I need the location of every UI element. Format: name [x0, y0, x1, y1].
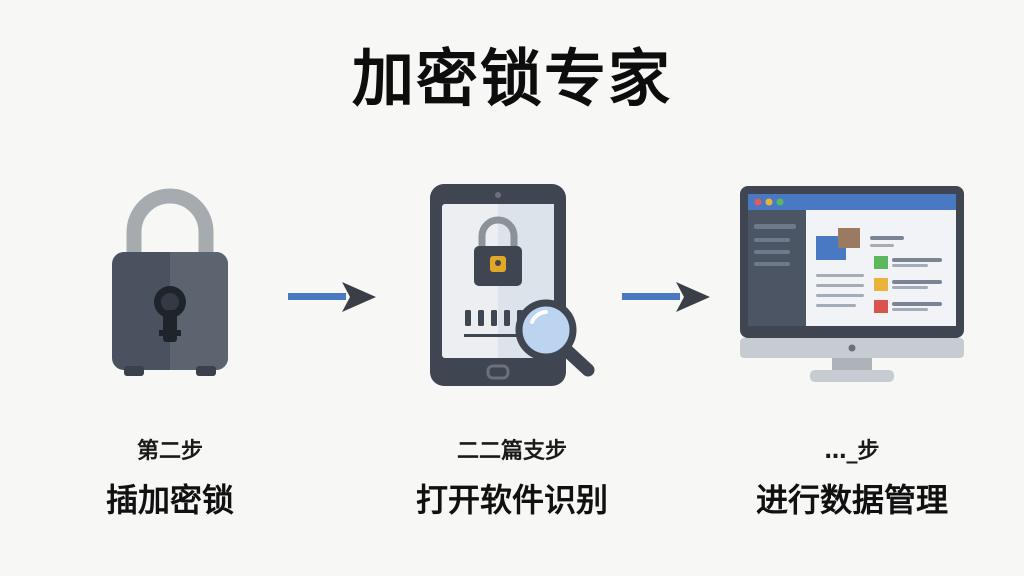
step-3-caption: …_步 进行数据管理	[722, 436, 982, 520]
step-1-sub-label: 第二步	[136, 439, 203, 464]
tablet-magnifier-icon	[430, 184, 595, 386]
step-2-sub-label: 二二篇支步	[456, 439, 567, 464]
step-1-caption: 第二步 插加密锁	[70, 436, 270, 520]
arrow-right-icon	[622, 282, 710, 312]
arrow-right-icon	[288, 282, 376, 312]
step-3-main-label: 进行数据管理	[755, 481, 948, 519]
page-title: 加密锁专家	[351, 42, 672, 115]
step-2-caption: 二二篇支步 打开软件识别	[382, 436, 642, 520]
step-2-main-label: 打开软件识别	[415, 481, 608, 519]
padlock-icon	[112, 188, 228, 376]
monitor-dashboard-icon	[740, 186, 964, 382]
step-3-sub-label: …_步	[824, 439, 880, 464]
step-1-main-label: 插加密锁	[105, 481, 234, 519]
